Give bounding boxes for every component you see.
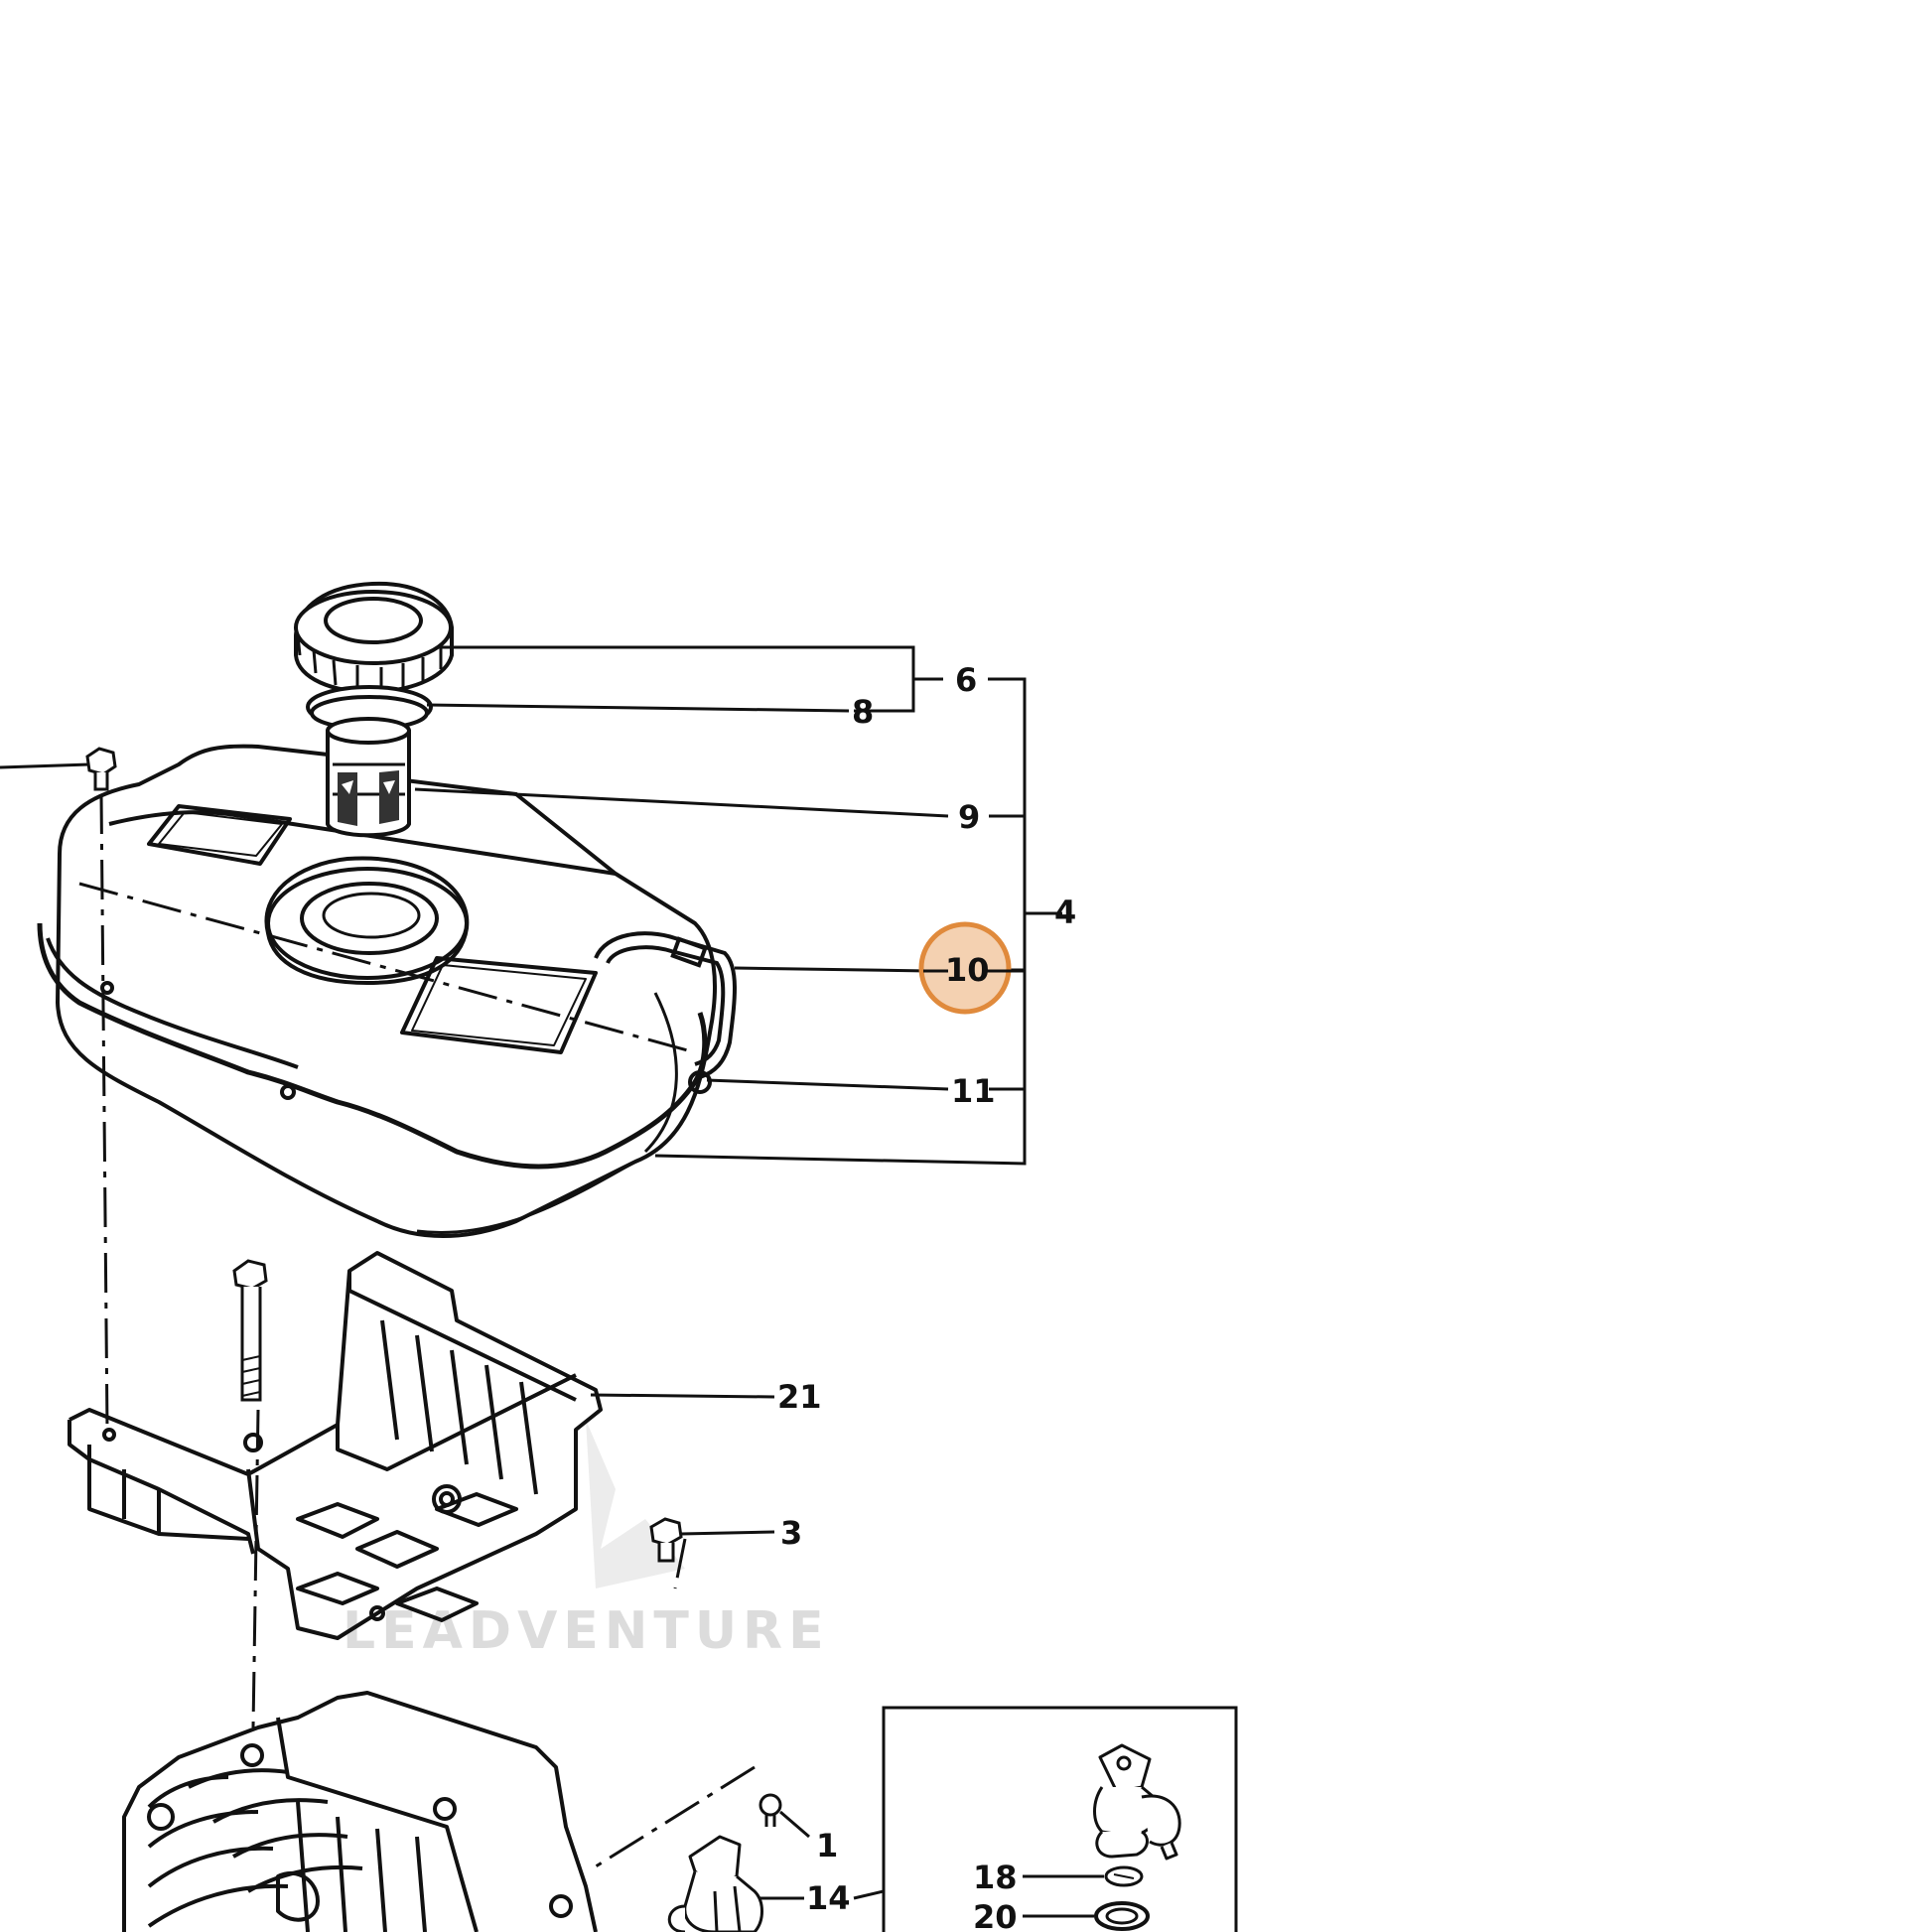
bolt-top-left[interactable] — [85, 747, 117, 791]
fuel-cock-detail[interactable] — [1093, 1743, 1181, 1931]
callout-1[interactable]: 1 — [816, 1827, 838, 1864]
callout-4[interactable]: 4 — [1054, 894, 1076, 931]
engine-cylinder-head — [122, 1691, 598, 1932]
mounting-axis-lines — [78, 793, 756, 1868]
callout-21[interactable]: 21 — [777, 1378, 822, 1416]
callout-6[interactable]: 6 — [955, 661, 977, 699]
bolt-leader-left — [0, 762, 90, 769]
callout-highlight-circle[interactable] — [918, 921, 1012, 1015]
fuel-cap[interactable] — [294, 581, 454, 695]
watermark-logo-icon — [586, 1420, 685, 1588]
long-bolt[interactable] — [232, 1259, 268, 1402]
fuel-tank[interactable] — [37, 744, 717, 1238]
callout-9[interactable]: 9 — [958, 798, 980, 836]
callout-10[interactable]: 10 — [945, 951, 990, 989]
callout-labels: 6 8 9 4 10 11 21 3 1 14 18 20 — [777, 661, 1076, 1932]
fuel-cock-detail-box — [882, 1706, 1238, 1932]
fuel-cock[interactable] — [667, 1793, 782, 1932]
callout-14[interactable]: 14 — [806, 1879, 851, 1917]
fuel-hose[interactable] — [594, 931, 737, 1094]
callout-18[interactable]: 18 — [973, 1859, 1018, 1896]
bolt-3[interactable] — [649, 1517, 683, 1563]
callout-20[interactable]: 20 — [973, 1898, 1018, 1932]
callout-leaders — [414, 645, 1104, 1918]
callout-3[interactable]: 3 — [780, 1514, 802, 1552]
fuel-strainer[interactable] — [306, 685, 433, 838]
callout-8[interactable]: 8 — [852, 693, 874, 731]
callout-11[interactable]: 11 — [951, 1072, 996, 1110]
tank-bracket[interactable] — [68, 1251, 603, 1640]
